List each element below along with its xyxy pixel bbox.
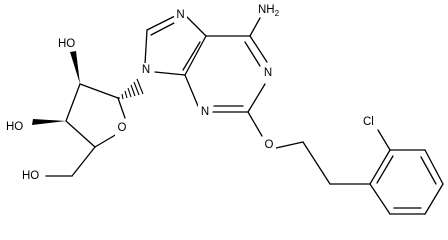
bond-c6-nh2 (249, 17, 261, 37)
bond-ar6-ar1 (369, 183, 391, 215)
bond-c5-c4 (184, 35, 207, 76)
bond-n9-c8 (144, 29, 148, 65)
chlorine-label: Cl (363, 116, 374, 128)
c3-hydroxyl-label: HO (6, 121, 23, 133)
bond-n1-c2 (247, 83, 266, 113)
bond-ar3-ar4 (424, 149, 444, 185)
side-chain (247, 111, 371, 185)
ribose-ring (45, 83, 126, 177)
bond-ar2-cl (377, 129, 391, 151)
bond-ar1-ar2 (369, 149, 391, 185)
bond-c4-c5 (71, 146, 96, 177)
bond-ar1-ar2-double (376, 155, 394, 184)
bond-c4-o (94, 133, 118, 148)
hashed-bond-c1-n9 (118, 78, 144, 100)
n3-label: N (201, 106, 209, 118)
imidazole-ring (144, 15, 207, 76)
n7-label: N (176, 9, 184, 21)
bond-ar4-ar5 (424, 183, 444, 215)
bond-c3-c4 (65, 120, 96, 148)
pyrimidine-ring (182, 35, 268, 113)
ether-oxygen-label: O (265, 139, 274, 151)
bond-c2-o (247, 111, 263, 137)
bond-c6-n1-double (244, 41, 261, 67)
c5-hydroxyl-label: HO (22, 170, 39, 182)
bond-c1-c2 (79, 83, 119, 99)
n1-label: N (264, 67, 272, 79)
n9-label: N (142, 64, 150, 76)
chlorophenyl-ring (369, 129, 444, 215)
bond-c5-c4-double (182, 41, 201, 71)
bond-c4-n9 (154, 71, 186, 76)
chemical-structure: N N N N NH2 O Cl HO HO O HO (6, 4, 444, 215)
bond-c8-n7 (146, 15, 176, 31)
ring-oxygen-label: O (118, 122, 127, 134)
bond-c2-c3 (65, 83, 81, 122)
bond-n3-c4 (184, 74, 199, 107)
bond-c8-n7-double (150, 22, 175, 36)
c2-hydroxyl-label: HO (58, 38, 75, 50)
wedge-c3-oh (32, 119, 66, 125)
bond-ar3-ar4-double (420, 156, 437, 185)
wedge-c2-oh (70, 51, 80, 84)
nh2-label: NH2 (258, 4, 280, 18)
atom-labels: N N N N NH2 O Cl HO HO O HO (6, 4, 374, 182)
bond-o-ch2 (275, 141, 304, 149)
bond-ch2-ch2 (302, 141, 331, 185)
bond-c6-n1 (249, 35, 268, 63)
bond-o-c1 (117, 97, 126, 119)
bond-n7-c5 (185, 15, 207, 37)
